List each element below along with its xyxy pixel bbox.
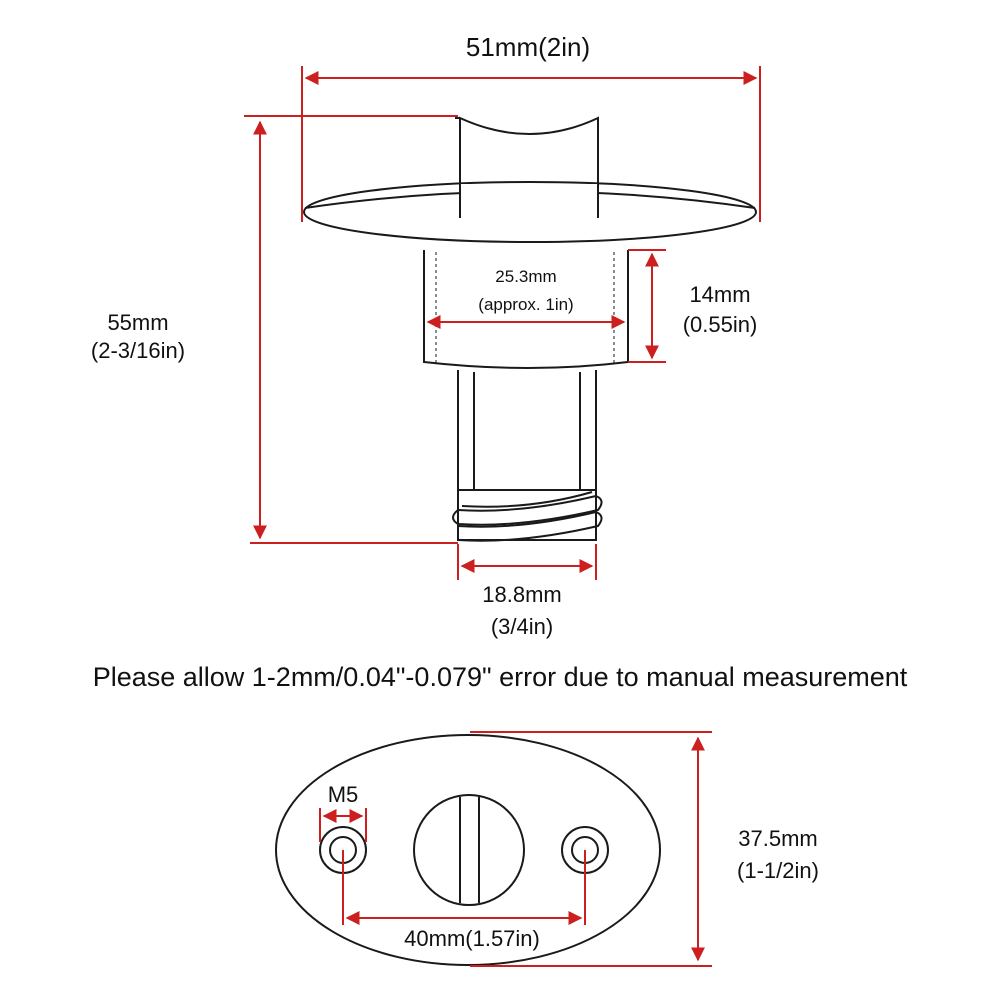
plug-collar xyxy=(423,250,629,369)
flange-height-label-in: (1-1/2in) xyxy=(737,858,819,883)
flange-outline xyxy=(275,734,661,966)
top-view xyxy=(275,734,661,966)
thread-diameter-label-in: (3/4in) xyxy=(491,614,553,639)
collar-diameter-label-mm: 25.3mm xyxy=(495,267,556,286)
flange-height-label-mm: 37.5mm xyxy=(738,826,817,851)
thread-diameter-label-mm: 18.8mm xyxy=(482,582,561,607)
screw-size-label: M5 xyxy=(328,782,359,807)
collar-diameter-label-in: (approx. 1in) xyxy=(478,295,573,314)
collar-height-label-mm: 14mm xyxy=(689,282,750,307)
top-dimensions xyxy=(319,731,712,967)
hole-spacing-label: 40mm(1.57in) xyxy=(404,926,540,951)
height-label-in: (2-3/16in) xyxy=(91,338,185,363)
center-plug xyxy=(413,794,525,906)
height-label-mm: 55mm xyxy=(107,310,168,335)
side-dimensions xyxy=(244,66,761,580)
plug-shank xyxy=(457,370,597,492)
overall-width-label: 51mm(2in) xyxy=(466,32,590,62)
measurement-note: Please allow 1-2mm/0.04"-0.079" error du… xyxy=(93,662,908,692)
side-view xyxy=(303,116,757,542)
plug-thread xyxy=(452,491,603,542)
collar-height-label-in: (0.55in) xyxy=(683,312,758,337)
